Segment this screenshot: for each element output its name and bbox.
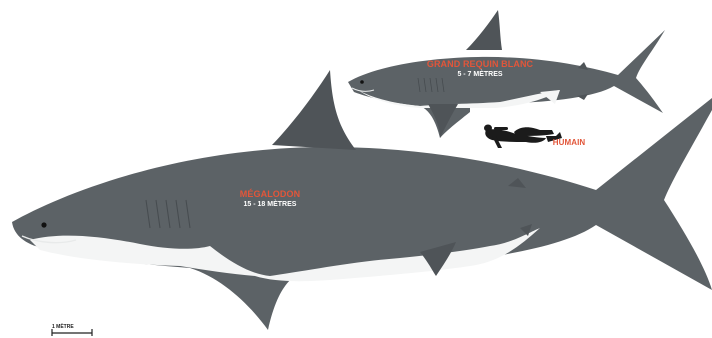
scale-bar [52, 329, 92, 336]
megalodon-body [12, 98, 712, 330]
megalodon-size-label: 15 - 18 MÈTRES [210, 201, 330, 208]
great-white-name-label: GRAND REQUIN BLANC [420, 60, 540, 69]
great-white-dorsal-fin [466, 10, 502, 50]
human-name-label: HUMAIN [547, 139, 591, 147]
scale-bar-label: 1 MÈTRE [52, 324, 74, 330]
great-white-body [348, 30, 665, 138]
megalodon-name-label: MÉGALODON [210, 190, 330, 199]
megalodon-eye [41, 222, 46, 227]
megalodon-shark [12, 70, 712, 330]
great-white-size-label: 5 - 7 MÈTRES [420, 71, 540, 78]
great-white-eye [360, 80, 364, 84]
megalodon-dorsal-fin [272, 70, 356, 150]
